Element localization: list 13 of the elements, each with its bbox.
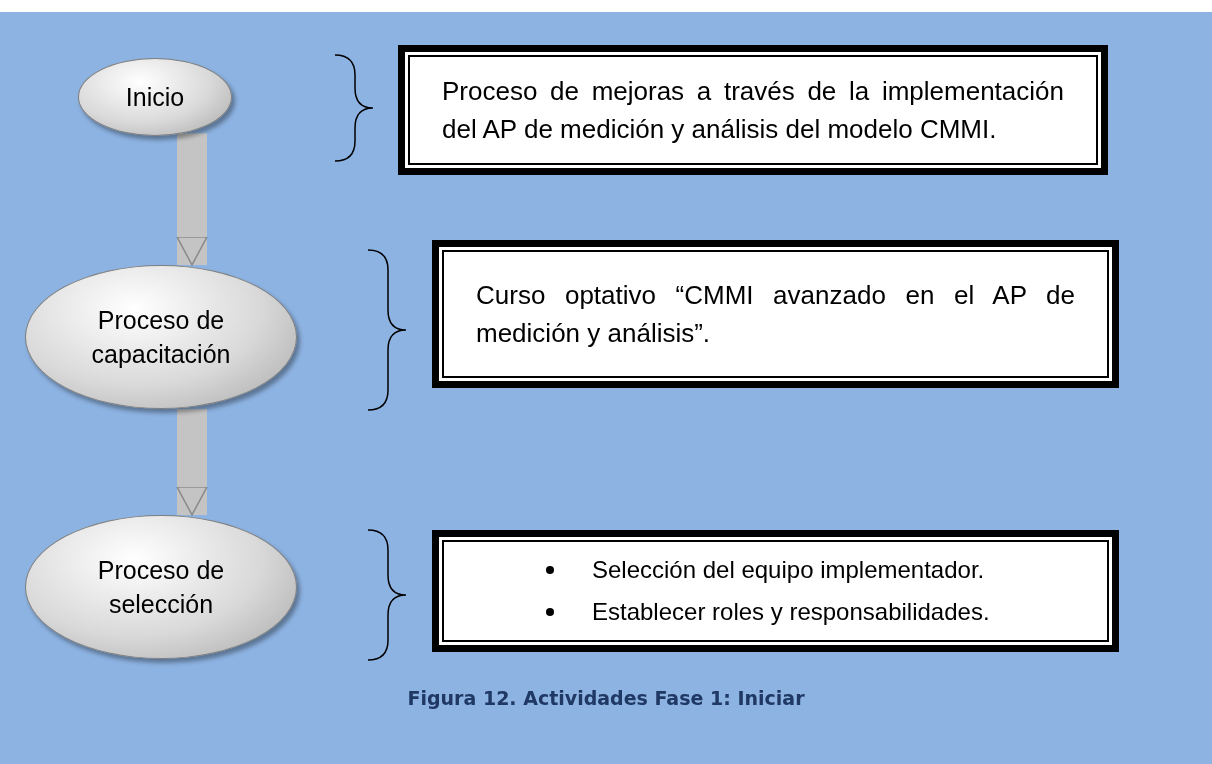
bullet-text: Establecer roles y responsabilidades. [592, 597, 990, 627]
text-frame [398, 45, 1108, 175]
block-arrow [176, 133, 208, 266]
description-text: Proceso de mejoras a través de la implementación del AP de medición y análisis del modelo CMMI. [442, 75, 1064, 146]
text-frame [432, 240, 1119, 388]
text-frame [432, 530, 1119, 652]
block-arrow [176, 409, 208, 516]
figure-caption: Figura 12. Actividades Fase 1: Iniciar [407, 686, 805, 711]
node-label: Proceso de capacitación [90, 305, 232, 370]
bullet-text: Selección del equipo implementador. [592, 555, 985, 585]
node-label: Inicio [125, 82, 185, 113]
description-text: Curso optativo “CMMI avanzado en el AP de medición y análisis”. [476, 279, 1075, 350]
node-label: Proceso de selección [96, 555, 226, 620]
